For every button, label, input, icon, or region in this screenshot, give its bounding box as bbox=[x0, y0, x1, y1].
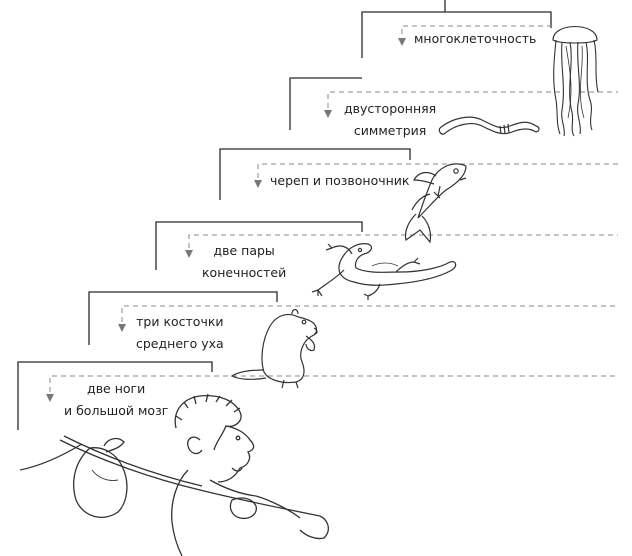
arrow-bilateral-icon bbox=[324, 110, 332, 118]
trait-multicellular-line-1: многоклеточность bbox=[414, 31, 537, 46]
trait-ear-line-2: среднего уха bbox=[136, 336, 224, 351]
fish-icon bbox=[404, 163, 467, 244]
dashed-skull bbox=[257, 163, 618, 178]
trait-skull-line-1: череп и позвоночник bbox=[270, 173, 410, 188]
branch-1 bbox=[361, 11, 552, 58]
trait-bilateral-line-1: двусторонняя bbox=[344, 101, 437, 116]
arrow-brain-icon bbox=[46, 394, 54, 402]
dashed-ear bbox=[121, 305, 618, 322]
trait-limbs-line-2: конечностей bbox=[202, 265, 287, 280]
human-traveler-icon bbox=[19, 393, 330, 556]
branch-3 bbox=[219, 148, 411, 200]
trait-bilateral: двусторонняя симметрия bbox=[344, 98, 436, 142]
arrow-limbs-icon bbox=[185, 250, 193, 258]
branch-2 bbox=[289, 77, 362, 130]
trait-skull: череп и позвоночник bbox=[270, 170, 409, 192]
branch-4 bbox=[155, 221, 363, 270]
arrow-skull-icon bbox=[254, 180, 262, 188]
trait-brain: две ноги и большой мозг bbox=[64, 378, 168, 422]
branch-5 bbox=[88, 291, 278, 345]
trait-multicellular: многоклеточность bbox=[414, 28, 536, 50]
lizard-icon bbox=[311, 243, 457, 300]
jellyfish-icon bbox=[552, 26, 599, 137]
trait-brain-line-1: две ноги bbox=[87, 381, 146, 396]
dashed-limbs bbox=[188, 234, 618, 248]
arrow-ear-icon bbox=[118, 324, 126, 332]
beaver-icon bbox=[230, 308, 318, 389]
branch-6 bbox=[17, 361, 213, 430]
dashed-lines bbox=[49, 25, 618, 392]
cladogram-tree bbox=[17, 0, 552, 430]
trait-ear: три косточки среднего уха bbox=[136, 311, 224, 355]
trait-limbs-line-1: две пары bbox=[213, 243, 275, 258]
trait-brain-line-2: и большой мозг bbox=[64, 403, 169, 418]
trait-limbs: две пары конечностей bbox=[202, 240, 286, 284]
trait-bilateral-line-2: симметрия bbox=[353, 123, 427, 138]
arrow-multicellular-icon bbox=[398, 38, 406, 46]
worm-icon bbox=[438, 116, 540, 135]
arrow-heads bbox=[46, 38, 406, 402]
dashed-multicellular bbox=[401, 25, 555, 34]
trait-ear-line-1: три косточки bbox=[136, 314, 224, 329]
